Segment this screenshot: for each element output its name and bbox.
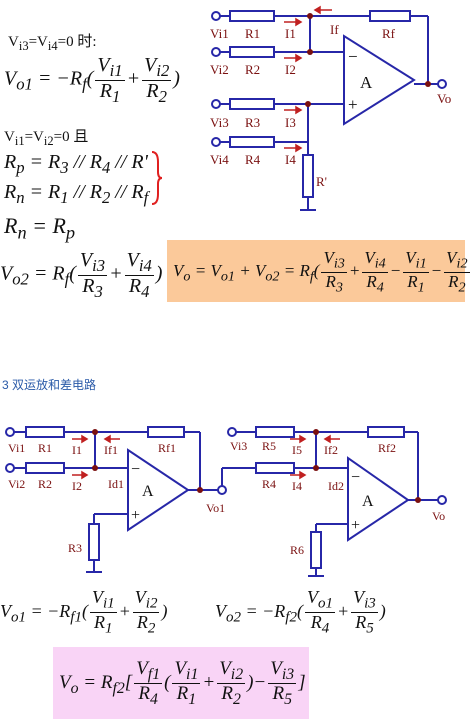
- label-vi2: Vi2: [8, 477, 25, 491]
- opamp1-minus: −: [131, 461, 140, 478]
- label-id2: Id2: [328, 479, 344, 493]
- label-r1: R1: [38, 441, 52, 455]
- label-i4: I4: [292, 479, 302, 493]
- opamp-minus: −: [348, 47, 358, 66]
- label-r3: R3: [245, 115, 260, 130]
- circuit-dual-opamp: Vi1 Vi2 R1 R2 I1 I2 If1 Id1 Rf1 R3 Vo1 V…: [5, 426, 447, 577]
- section-heading: 3 双运放和差电路: [2, 378, 97, 392]
- terminal-vi2: [211, 47, 221, 57]
- label-i2: I2: [285, 62, 296, 77]
- label-r2: R2: [38, 477, 52, 491]
- opamp1-label-a: A: [142, 483, 154, 500]
- terminal-vo: [437, 79, 447, 89]
- resistor-r1: [229, 10, 275, 22]
- terminal-vi3: [211, 99, 221, 109]
- opamp2-minus: −: [351, 469, 360, 486]
- label-r3: R3: [68, 541, 82, 555]
- opamp-label-a: A: [360, 73, 373, 92]
- opamp-a: [343, 34, 416, 126]
- label-r4: R4: [262, 477, 276, 491]
- condition-vi1-vi2-zero: Vi1=Vi2=0 且: [4, 129, 89, 148]
- terminal-vi2: [5, 463, 15, 473]
- resistor-r3: [88, 523, 100, 561]
- label-i5: I5: [292, 443, 302, 457]
- opamp2-plus: +: [351, 517, 360, 534]
- resistor-r6: [310, 531, 322, 569]
- opamp-plus: +: [348, 95, 358, 114]
- opamp-a2: [347, 456, 410, 542]
- label-if2: If2: [324, 443, 338, 457]
- brace-red: [151, 151, 163, 205]
- label-r6: R6: [290, 543, 304, 557]
- label-r4: R4: [245, 152, 261, 167]
- label-i2: I2: [72, 479, 82, 493]
- label-i3: I3: [285, 115, 296, 130]
- label-vi2: Vi2: [210, 62, 229, 77]
- label-if: If: [330, 22, 339, 37]
- resistor-rf2: [367, 426, 405, 438]
- label-rprime: R': [316, 174, 327, 189]
- terminal-vi1: [211, 11, 221, 21]
- label-rf1: Rf1: [158, 441, 176, 455]
- terminal-vo: [437, 495, 447, 505]
- label-vo: Vo: [432, 509, 445, 523]
- label-i1: I1: [285, 26, 296, 41]
- label-vi3: Vi3: [210, 115, 229, 130]
- resistor-r4: [255, 462, 295, 474]
- label-vi1: Vi1: [210, 26, 229, 41]
- terminal-vi3: [227, 427, 237, 437]
- condition-vi3-vi4-zero: Vi3=Vi4=0 时:: [8, 34, 97, 53]
- label-r2: R2: [245, 62, 260, 77]
- opamp2-label-a: A: [362, 493, 374, 510]
- resistor-rf1: [147, 426, 185, 438]
- resistor-rprime: [302, 154, 314, 198]
- circuit-summing-difference: Vi1 Vi2 Vi3 Vi4 R1 R2 R3 R4 Rf R' I1 I2 …: [210, 5, 451, 211]
- terminal-vo1: [217, 485, 227, 495]
- label-rf: Rf: [382, 26, 396, 41]
- label-vi4: Vi4: [210, 152, 229, 167]
- terminal-vi1: [5, 427, 15, 437]
- resistor-r4: [229, 136, 275, 148]
- resistor-r5: [255, 426, 295, 438]
- equation-rp: Rp = R3 // R4 // R': [4, 151, 148, 177]
- label-i4: I4: [285, 152, 296, 167]
- label-vi1: Vi1: [8, 441, 25, 455]
- resistor-r3: [229, 98, 275, 110]
- label-vi3: Vi3: [230, 439, 247, 453]
- resistor-rf: [369, 10, 411, 22]
- equation-rn: Rn = R1 // R2 // Rf: [4, 181, 149, 207]
- label-rf2: Rf2: [378, 441, 396, 455]
- label-r1: R1: [245, 26, 260, 41]
- equation-rn-equals-rp: Rn = Rp: [4, 213, 76, 243]
- terminal-vi4: [211, 137, 221, 147]
- label-r5: R5: [262, 439, 276, 453]
- opamp1-plus: +: [131, 507, 140, 524]
- label-i1: I1: [72, 443, 82, 457]
- opamp-a1: [127, 448, 190, 532]
- label-id1: Id1: [108, 477, 124, 491]
- resistor-r1: [25, 426, 65, 438]
- resistor-r2: [25, 462, 65, 474]
- label-vo1: Vo1: [206, 501, 225, 515]
- label-if1: If1: [104, 443, 118, 457]
- label-vo: Vo: [437, 91, 451, 106]
- resistor-r2: [229, 46, 275, 58]
